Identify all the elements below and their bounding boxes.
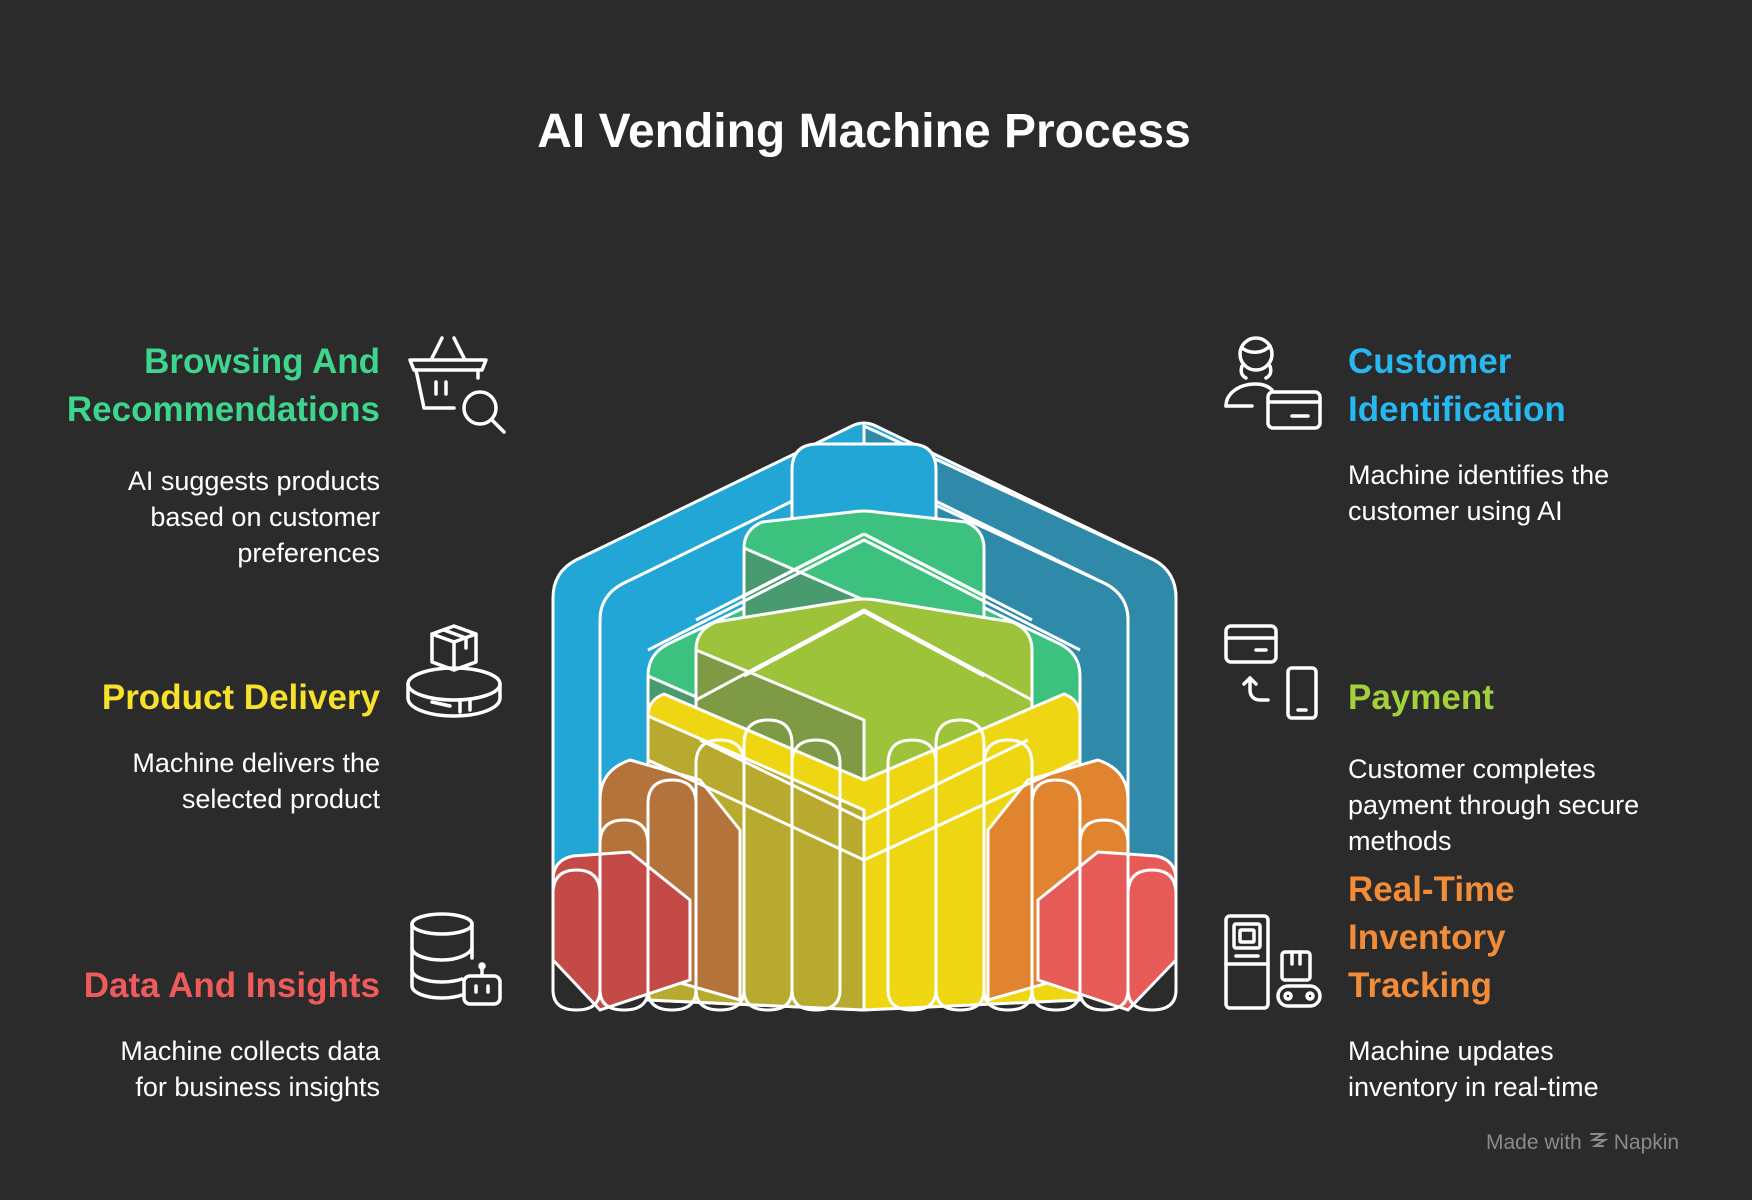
front-rib-outline-7 (934, 718, 986, 1012)
napkin-logo-icon (1588, 1130, 1609, 1156)
card-phone-icon (1222, 622, 1326, 726)
database-bot-icon (404, 908, 508, 1012)
browsing-description: AI suggests products based on customer p… (127, 466, 380, 568)
front-rib-outline-4 (742, 718, 794, 1012)
diagram-title: AI Vending Machine Process (537, 105, 1191, 158)
front-rib-outline-8 (982, 738, 1034, 1012)
product-delivery-description: Machine delivers the selected product (132, 748, 380, 814)
lattice-line-0 (647, 538, 1081, 652)
lattice-line-5 (695, 608, 1033, 702)
front-rib-outline-11 (1126, 868, 1178, 1012)
layer-red-right (1036, 850, 1178, 1012)
customer-identification-heading: Customer Identification (1348, 342, 1566, 429)
lattice-line-7 (863, 610, 985, 678)
lattice-line-9 (699, 738, 1029, 822)
napkin-watermark: Made with Napkin (1486, 1130, 1679, 1156)
customer-identification-description: Machine identifies the customer using AI (1348, 460, 1610, 526)
payment-heading: Payment (1348, 678, 1494, 717)
payment-description: Customer completes payment through secur… (1348, 754, 1640, 856)
lattice-line-2 (743, 532, 865, 598)
basket-search-icon (404, 332, 508, 436)
front-rib-outline-9 (1030, 778, 1082, 1012)
lattice-line-6 (743, 610, 865, 678)
data-insights-description: Machine collects data for business insig… (120, 1036, 380, 1102)
lattice-line-4 (863, 532, 985, 598)
front-rib-outline-10 (1078, 818, 1130, 1012)
napkin-brand-label: Napkin (1613, 1131, 1680, 1154)
data-insights-heading: Data And Insights (83, 966, 380, 1005)
made-with-label: Made with (1486, 1131, 1582, 1154)
package-platform-icon (404, 622, 508, 726)
product-delivery-heading: Product Delivery (101, 678, 380, 717)
inventory-description: Machine updates inventory in real-time (1348, 1036, 1599, 1102)
inventory-heading: Real-Time Inventory Tracking (1348, 870, 1515, 1005)
vending-conveyor-icon (1222, 912, 1326, 1016)
browsing-heading: Browsing And Recommendations (66, 342, 380, 429)
person-card-icon (1222, 332, 1326, 436)
front-rib-outline-5 (790, 738, 842, 1012)
layer-red-left (551, 850, 692, 1012)
